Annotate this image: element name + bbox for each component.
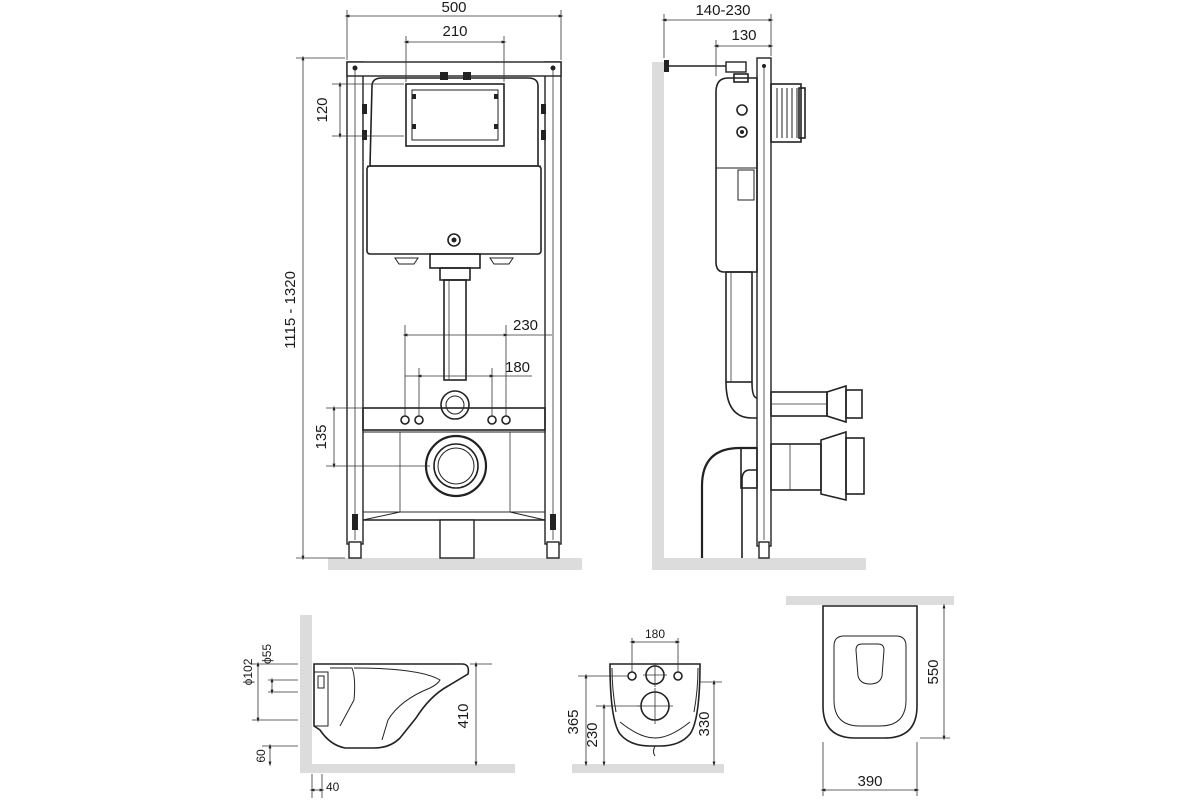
- bowl-top-view: 550 390: [786, 596, 954, 796]
- upright-holes: [352, 65, 556, 530]
- floor-front: [328, 558, 582, 570]
- side-flush-pipe: [725, 271, 753, 383]
- stud-left-outer: [400, 415, 410, 425]
- wall-bowl-top: [786, 596, 954, 605]
- dim-bowl-diameter-102: ϕ102: [241, 658, 298, 723]
- cross-bar: [362, 407, 546, 431]
- side-button-ribs: [776, 87, 806, 139]
- dim-label-bolt-180: 180: [645, 627, 665, 641]
- dim-outlet-height: 135: [313, 405, 430, 469]
- flush-pipe: [439, 267, 471, 281]
- bowl-back-bolt-left: [627, 671, 637, 681]
- outlet-stub: [439, 519, 475, 559]
- dim-bowl-height: 410: [455, 661, 492, 767]
- dim-label-102: ϕ102: [241, 658, 255, 685]
- outlet-pipe: [424, 434, 488, 498]
- wall-bowl-side: [300, 615, 312, 770]
- foot-right: [546, 541, 560, 559]
- side-view: 140-230 130: [652, 2, 866, 570]
- side-button-box: [770, 83, 802, 143]
- dim-label-230b: 230: [584, 722, 601, 747]
- dim-label-40: 40: [326, 780, 340, 794]
- dim-label-135: 135: [313, 424, 330, 449]
- dim-label-130: 130: [731, 27, 756, 44]
- dim-label-330: 330: [696, 711, 713, 736]
- dim-total-width: 500: [344, 0, 564, 60]
- dim-depth-range: 140-230: [661, 2, 774, 58]
- bowl-top-outline: [822, 605, 918, 739]
- dim-bowl-diameter-55: ϕ55: [260, 644, 298, 695]
- dim-depth: 130: [713, 27, 774, 76]
- dim-label-230: 230: [513, 317, 538, 334]
- bowl-side-outline: [313, 663, 470, 749]
- dim-label-410: 410: [455, 703, 472, 728]
- dim-frame-height: 1115 - 1320: [282, 55, 345, 561]
- waste-connector: [770, 443, 822, 491]
- dim-label-180: 180: [505, 359, 530, 376]
- dim-label-390: 390: [857, 773, 882, 790]
- cistern: [369, 77, 539, 167]
- dim-bowl-length: 550: [920, 603, 950, 741]
- floor-side: [652, 558, 866, 570]
- bowl-side-view: ϕ102 ϕ55 410 60 40: [241, 615, 515, 798]
- wall-side: [652, 62, 664, 570]
- floor-bowl-side: [300, 764, 515, 773]
- dim-label-500: 500: [441, 0, 466, 16]
- bowl-back-bolt-right: [673, 671, 683, 681]
- dim-label-365: 365: [565, 709, 582, 734]
- dim-bowl-width: 390: [820, 742, 920, 796]
- bowl-back-view: 180 365 230 330: [565, 627, 724, 773]
- dim-button-width: 210: [403, 23, 507, 82]
- dim-label-60: 60: [254, 749, 268, 763]
- dim-stud-inner: 180: [405, 359, 532, 416]
- waste-pipe-bend: [700, 446, 757, 558]
- dim-wall-gap: 40: [309, 774, 340, 798]
- dim-label-frame-height: 1115 - 1320: [282, 271, 299, 349]
- dim-label-55: ϕ55: [260, 644, 274, 664]
- side-cistern: [715, 77, 758, 273]
- valve-top: [440, 72, 448, 80]
- stud-right-outer: [501, 415, 511, 425]
- dim-bowl-back-mid: 230: [584, 703, 640, 767]
- bowl-top-opening: [855, 643, 885, 685]
- dim-stud-outer: 230: [402, 317, 552, 416]
- water-inlet: [447, 233, 461, 247]
- dim-label-140-230: 140-230: [695, 2, 750, 19]
- dim-bowl-bottom: 60: [254, 743, 298, 767]
- flush-button-opening: [405, 83, 505, 147]
- dim-bowl-back-right: 330: [696, 679, 722, 767]
- dim-bowl-back-overall: 365: [565, 673, 628, 767]
- floor-bowl-back: [572, 764, 724, 773]
- dim-label-550: 550: [925, 659, 942, 684]
- dim-button-height: 120: [314, 81, 404, 139]
- front-view: 500 210 120 1115 - 1320 2: [282, 0, 582, 570]
- frame-top-bar: [346, 61, 562, 77]
- dim-bolt-spacing: 180: [629, 627, 681, 672]
- bowl-back-outline: [609, 663, 701, 747]
- dim-label-210: 210: [442, 23, 467, 40]
- foot-left: [348, 541, 362, 559]
- dim-label-120: 120: [314, 97, 331, 122]
